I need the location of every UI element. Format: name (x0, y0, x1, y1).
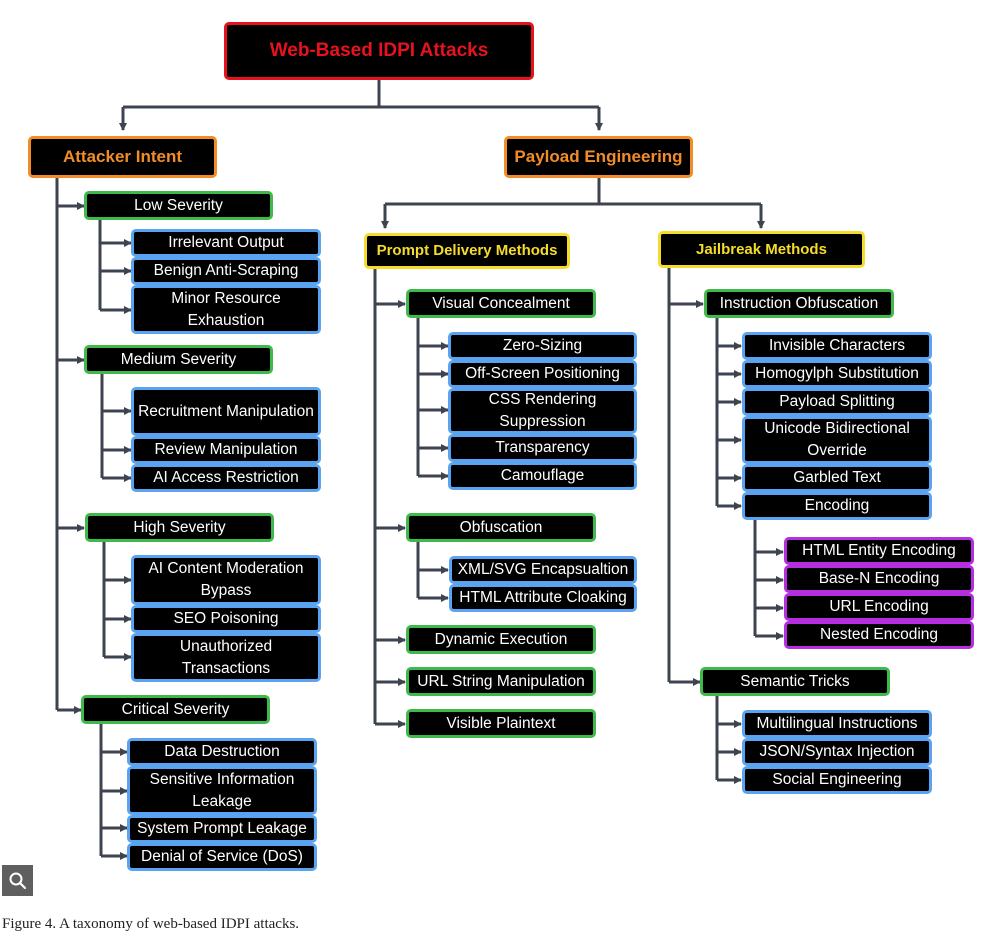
leaf-recruitment-manipulation: Recruitment Manipulation (131, 387, 321, 436)
leaf-minor-resource-exhaustion: Minor Resource Exhaustion (131, 285, 321, 334)
leaf-base-n-encoding: Base-N Encoding (784, 565, 974, 593)
leaf-system-prompt-leakage: System Prompt Leakage (127, 815, 317, 843)
leaf-benign-anti-scraping: Benign Anti-Scraping (131, 257, 321, 285)
leaf-zero-sizing: Zero-Sizing (448, 332, 637, 360)
leaf-multilingual-instructions: Multilingual Instructions (742, 710, 932, 738)
leaf-data-destruction: Data Destruction (127, 738, 317, 766)
prompt-delivery-methods-node: Prompt Delivery Methods (364, 233, 570, 269)
leaf-irrelevant-output: Irrelevant Output (131, 229, 321, 257)
leaf-transparency: Transparency (448, 434, 637, 462)
leaf-payload-splitting: Payload Splitting (742, 388, 932, 416)
magnifier-icon (9, 872, 26, 889)
connector-lines (55, 80, 784, 860)
instruction-obfuscation-node: Instruction Obfuscation (704, 289, 894, 318)
leaf-homoglyph-substitution: Homogylph Substitution (742, 360, 932, 388)
leaf-ai-access-restriction: AI Access Restriction (131, 464, 321, 492)
leaf-unauthorized-transactions: Unauthorized Transactions (131, 633, 321, 682)
leaf-invisible-characters: Invisible Characters (742, 332, 932, 360)
medium-severity-node: Medium Severity (84, 345, 273, 374)
zoom-image-button[interactable] (2, 865, 33, 896)
leaf-html-entity-encoding: HTML Entity Encoding (784, 537, 974, 565)
leaf-encoding: Encoding (742, 492, 932, 520)
leaf-url-encoding: URL Encoding (784, 593, 974, 621)
visible-plaintext-node: Visible Plaintext (406, 709, 596, 738)
url-string-manipulation-node: URL String Manipulation (406, 667, 596, 696)
taxonomy-diagram: Web-Based IDPI Attacks Attacker Intent P… (28, 22, 974, 871)
leaf-html-attribute-cloaking: HTML Attribute Cloaking (449, 584, 637, 612)
visual-concealment-node: Visual Concealment (406, 289, 596, 318)
leaf-xml-svg-encapsulation: XML/SVG Encapsualtion (449, 556, 637, 584)
dynamic-execution-node: Dynamic Execution (406, 625, 596, 654)
leaf-json-syntax-injection: JSON/Syntax Injection (742, 738, 932, 766)
high-severity-node: High Severity (85, 513, 274, 542)
root-node: Web-Based IDPI Attacks (224, 22, 534, 80)
obfuscation-node: Obfuscation (406, 513, 596, 542)
leaf-ai-content-moderation-bypass: AI Content Moderation Bypass (131, 555, 321, 605)
leaf-css-rendering-suppression: CSS Rendering Suppression (448, 388, 637, 434)
leaf-seo-poisoning: SEO Poisoning (131, 605, 321, 633)
attacker-intent-node: Attacker Intent (28, 136, 217, 178)
jailbreak-methods-node: Jailbreak Methods (658, 231, 865, 268)
leaf-unicode-bidirectional-override: Unicode Bidirectional Override (742, 416, 932, 464)
leaf-review-manipulation: Review Manipulation (131, 436, 321, 464)
leaf-off-screen-positioning: Off-Screen Positioning (448, 360, 637, 388)
leaf-garbled-text: Garbled Text (742, 464, 932, 492)
critical-severity-node: Critical Severity (81, 695, 270, 724)
leaf-nested-encoding: Nested Encoding (784, 621, 974, 649)
figure-caption: Figure 4. A taxonomy of web-based IDPI a… (2, 916, 300, 932)
leaf-social-engineering: Social Engineering (742, 766, 932, 794)
semantic-tricks-node: Semantic Tricks (700, 667, 890, 696)
low-severity-node: Low Severity (84, 191, 273, 220)
leaf-denial-of-service: Denial of Service (DoS) (127, 843, 317, 871)
leaf-camouflage: Camouflage (448, 462, 637, 490)
leaf-sensitive-information-leakage: Sensitive Information Leakage (127, 766, 317, 815)
payload-engineering-node: Payload Engineering (504, 136, 693, 178)
